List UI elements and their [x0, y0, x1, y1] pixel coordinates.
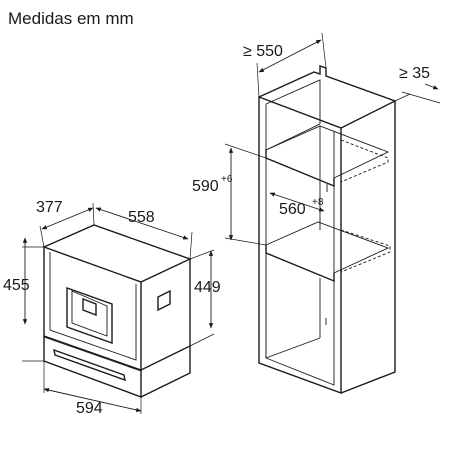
cabinet-front-frame — [258, 95, 342, 395]
front-height-label: 455 — [3, 277, 30, 294]
depth-label: 377 — [36, 199, 63, 216]
cabinet-width-label: ≥ 550 — [243, 43, 283, 60]
dispenser-inner — [71, 290, 108, 337]
niche-width-dim-line — [269, 192, 325, 212]
dispenser-recess — [66, 287, 113, 344]
diagram-title: Medidas em mm — [8, 9, 134, 28]
niche-height-label: 449 — [194, 279, 221, 296]
width-label: 558 — [128, 209, 155, 226]
front-width-dim-line — [43, 387, 142, 413]
drawer-split — [43, 336, 142, 372]
niche-floor — [265, 245, 335, 283]
cabinet-niche-height-label: 590 — [192, 178, 219, 195]
width-dim-line — [95, 207, 189, 240]
appliance-dimensions: 377 558 455 449 594 — [3, 199, 221, 417]
cabinet-niche-width-tolerance: +8 — [312, 197, 324, 208]
depth-dim-line — [41, 207, 94, 230]
side-panel — [157, 289, 171, 312]
appliance-top — [43, 224, 192, 283]
cabinet-side — [340, 101, 396, 394]
cabinet-niche-height-tolerance: +6 — [221, 174, 233, 185]
tall-cabinet-drawing — [258, 65, 397, 395]
appliance-side — [140, 259, 191, 371]
drawer-side — [140, 346, 191, 398]
cabinet-niche-width-label: 560 — [279, 201, 306, 218]
gap-label: ≥ 35 — [399, 65, 430, 82]
coffee-machine-drawing — [43, 224, 192, 399]
front-frame — [49, 252, 137, 361]
hidden-lower — [340, 229, 391, 273]
upper-shelf — [265, 150, 335, 188]
gap-dim-line — [401, 91, 441, 104]
front-width-label: 594 — [76, 400, 103, 417]
dispenser-spout — [82, 297, 97, 317]
hidden-upper — [340, 139, 389, 183]
drawer-front — [43, 336, 142, 399]
cabinet-dimensions: ≥ 550 ≥ 35 590 +6 560 +8 — [192, 32, 441, 246]
drawer-handle — [53, 348, 126, 382]
cabinet-top — [258, 65, 397, 129]
cabinet-width-dim-line — [258, 39, 322, 73]
cabinet-inner-edge — [265, 104, 335, 386]
